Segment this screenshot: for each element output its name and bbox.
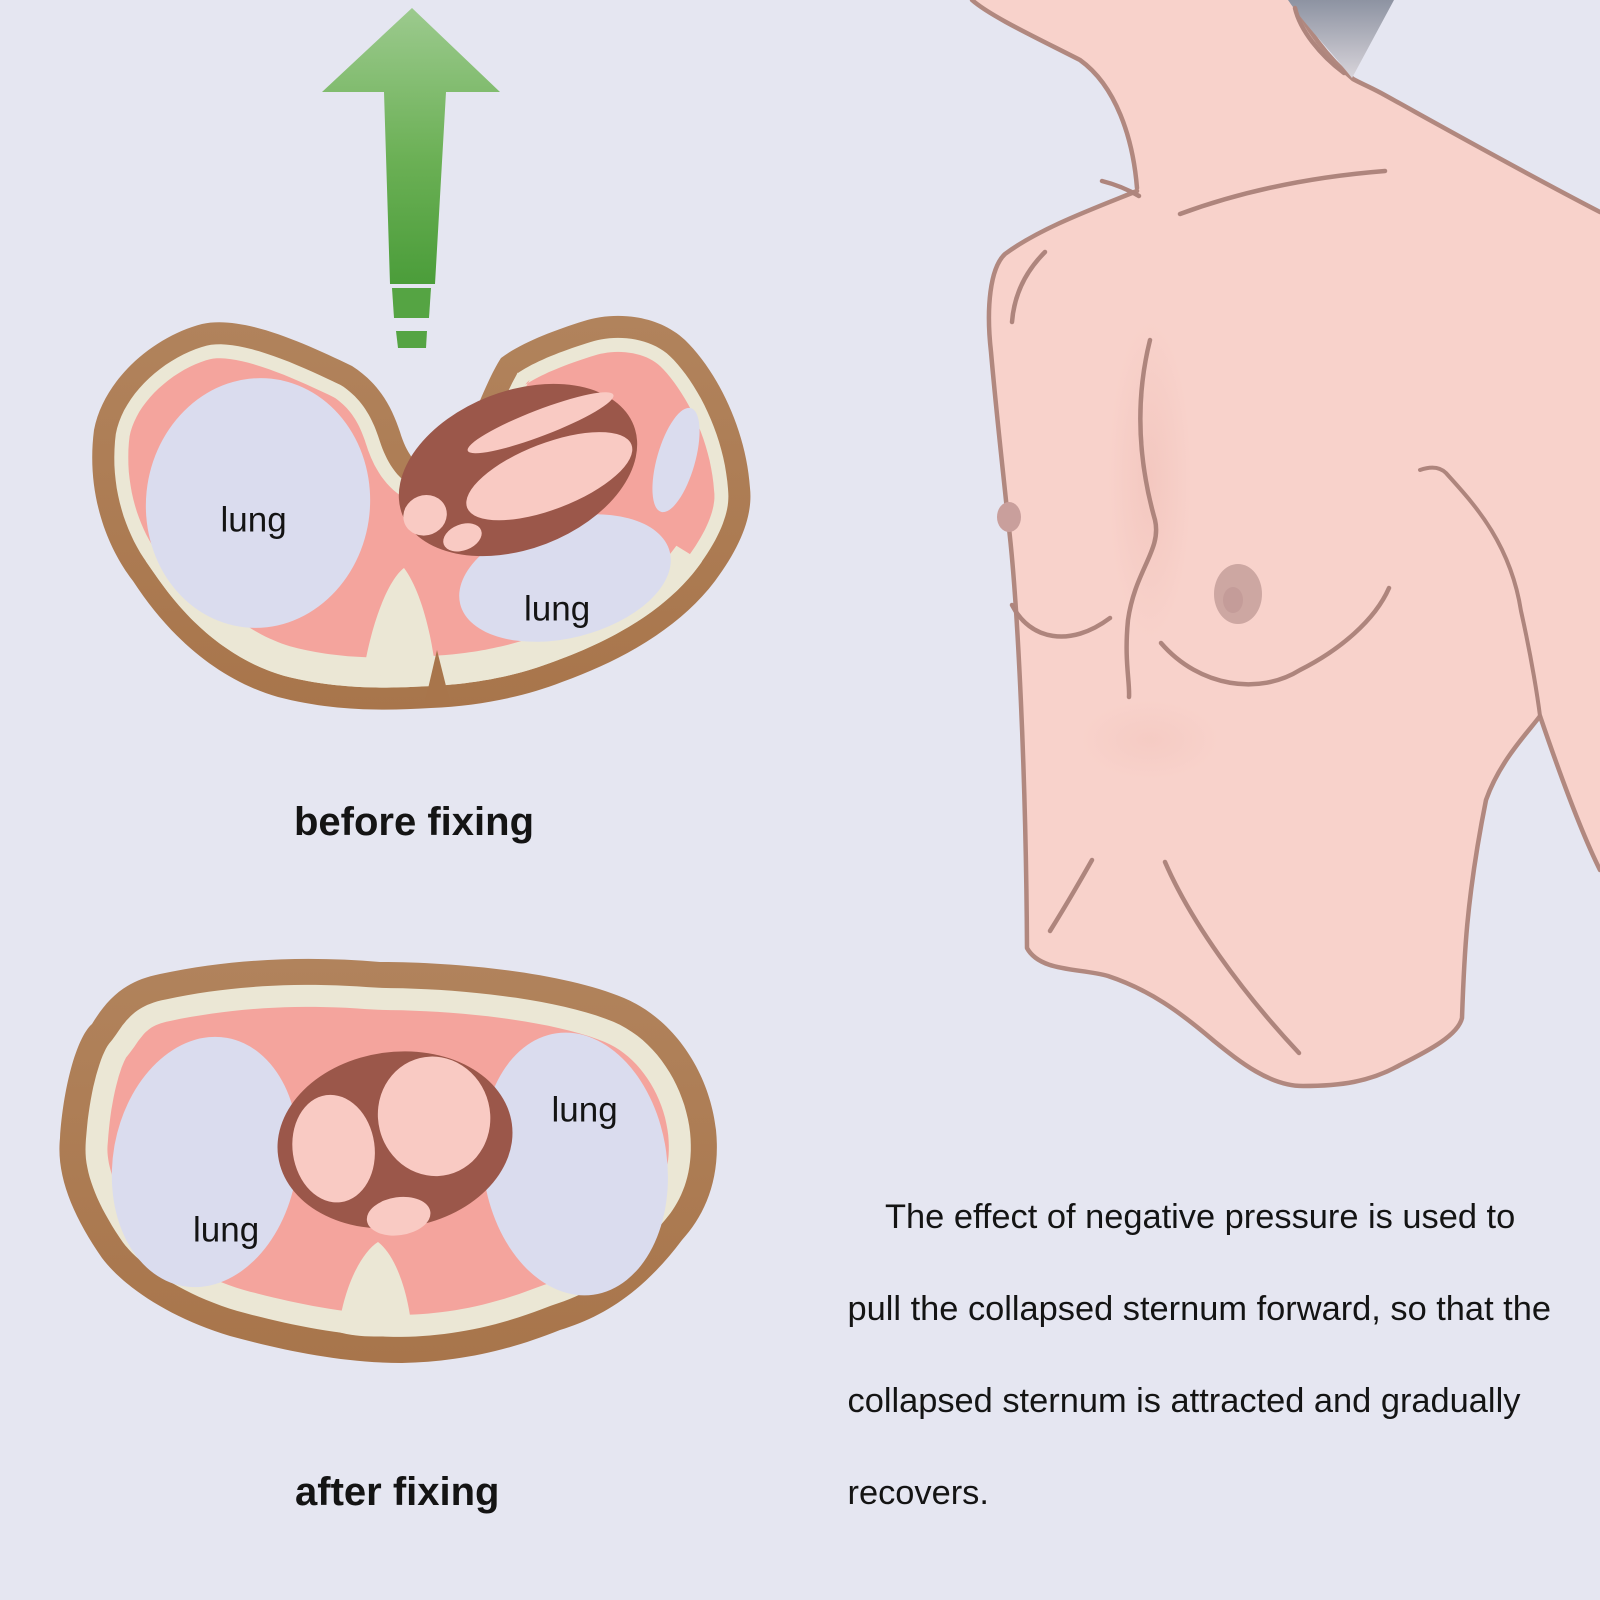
svg-text:lung: lung [221, 501, 287, 540]
svg-text:lung: lung [193, 1211, 259, 1250]
svg-text:The effect of negative pressur: The effect of negative pressure is used … [885, 1198, 1515, 1236]
svg-text:lung: lung [552, 1091, 618, 1130]
svg-text:lung: lung [524, 590, 590, 629]
svg-text:before fixing: before fixing [294, 800, 534, 844]
svg-text:pull the collapsed sternum for: pull the collapsed sternum forward, so t… [848, 1290, 1551, 1328]
svg-text:collapsed sternum is attracted: collapsed sternum is attracted and gradu… [848, 1382, 1522, 1420]
svg-text:recovers.: recovers. [848, 1474, 989, 1512]
svg-text:after fixing: after fixing [295, 1470, 499, 1514]
